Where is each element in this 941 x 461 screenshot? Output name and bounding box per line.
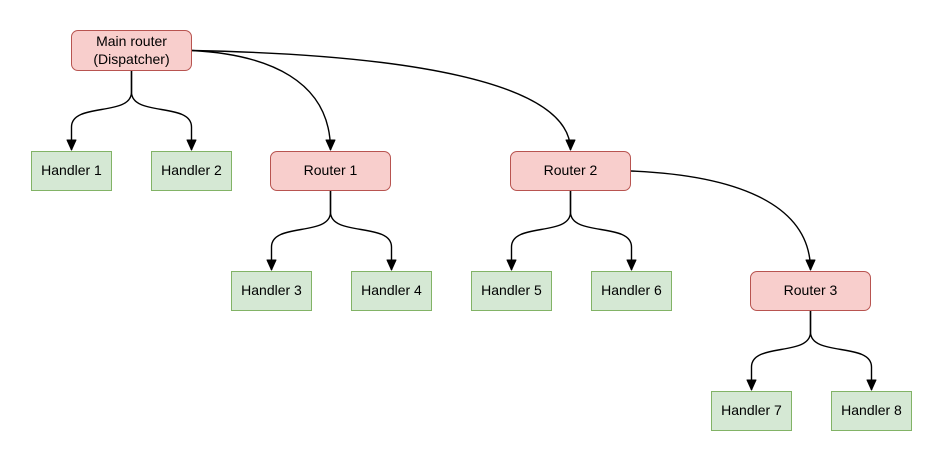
node-label-handler-4: Handler 4	[361, 282, 422, 299]
node-router-3: Router 3	[750, 271, 871, 311]
node-handler-5: Handler 5	[471, 271, 552, 311]
node-label-handler-7: Handler 7	[721, 402, 782, 419]
node-label-handler-8: Handler 8	[841, 402, 902, 419]
node-label-handler-5: Handler 5	[481, 282, 542, 299]
node-handler-4: Handler 4	[351, 271, 432, 311]
edge-router-2-to-handler-6	[569, 191, 637, 271]
edge-main-router-to-router-2	[191, 49, 576, 151]
edge-main-router-to-router-1	[191, 49, 336, 151]
node-label-main-router: Main router (Dispatcher)	[93, 33, 170, 67]
edge-main-router-to-handler-1	[66, 71, 133, 151]
node-label-handler-3: Handler 3	[241, 282, 302, 299]
node-handler-6: Handler 6	[591, 271, 672, 311]
node-handler-1: Handler 1	[31, 151, 112, 191]
edge-router-2-to-handler-5	[506, 191, 572, 271]
edge-router-2-to-router-3	[630, 170, 816, 271]
node-router-2: Router 2	[510, 151, 631, 191]
node-label-router-2: Router 2	[543, 162, 598, 179]
node-label-handler-1: Handler 1	[41, 162, 102, 179]
node-label-handler-2: Handler 2	[161, 162, 222, 179]
node-handler-3: Handler 3	[231, 271, 312, 311]
edge-router-1-to-handler-3	[266, 191, 332, 271]
node-label-router-3: Router 3	[783, 282, 838, 299]
node-handler-8: Handler 8	[831, 391, 912, 431]
node-handler-7: Handler 7	[711, 391, 792, 431]
node-main-router: Main router (Dispatcher)	[71, 30, 192, 71]
node-label-handler-6: Handler 6	[601, 282, 662, 299]
node-handler-2: Handler 2	[151, 151, 232, 191]
edge-main-router-to-handler-2	[130, 71, 197, 151]
edge-router-1-to-handler-4	[329, 191, 397, 271]
node-label-router-1: Router 1	[303, 162, 358, 179]
node-router-1: Router 1	[270, 151, 391, 191]
edge-router-3-to-handler-8	[809, 311, 877, 391]
edge-router-3-to-handler-7	[746, 311, 812, 391]
